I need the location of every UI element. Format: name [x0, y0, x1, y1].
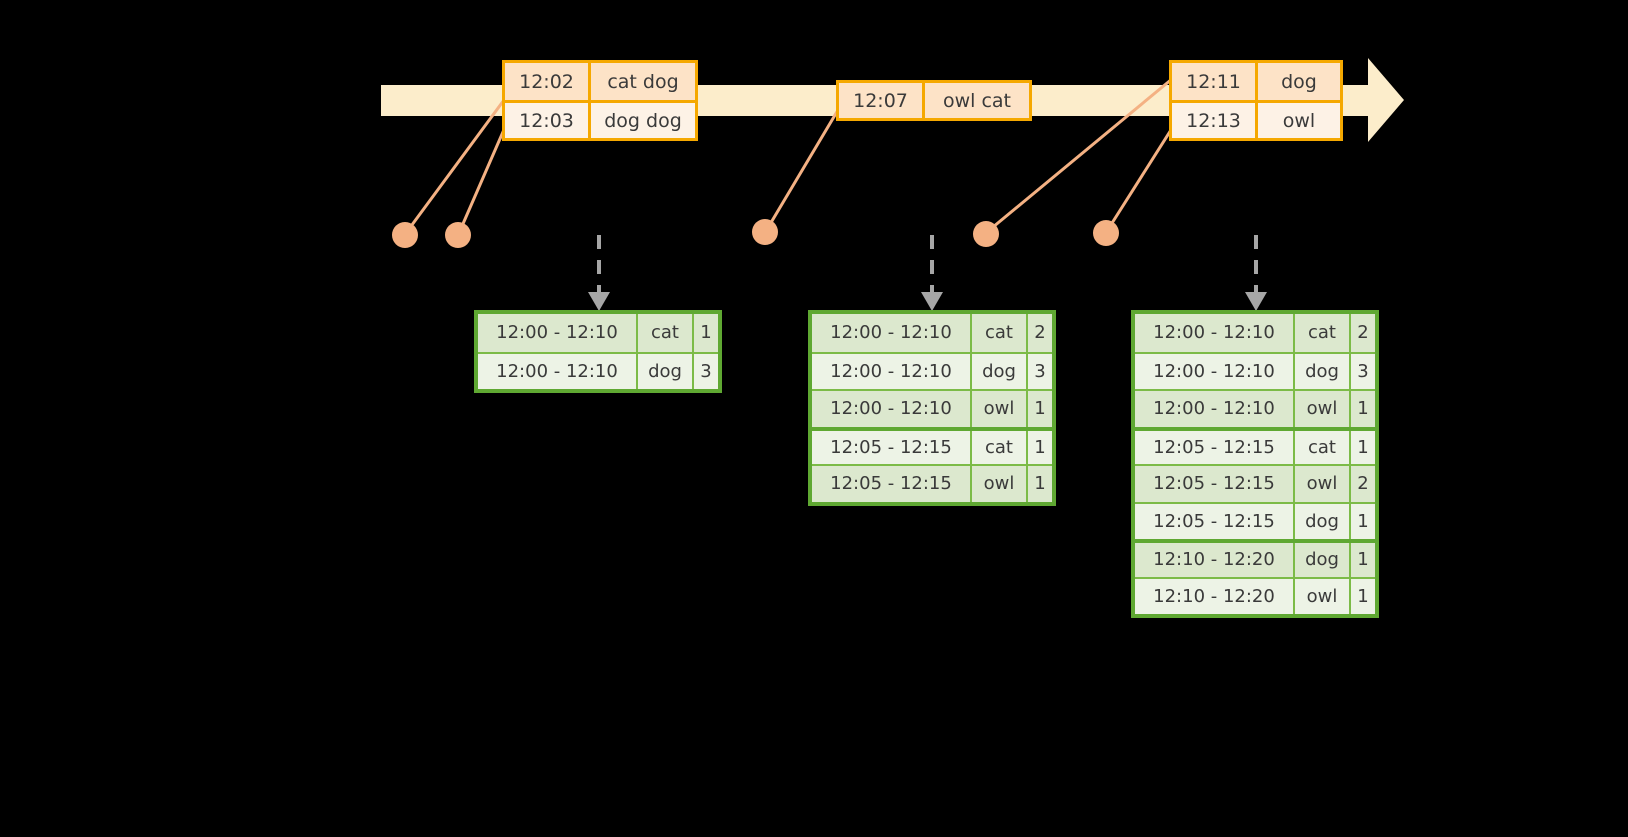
cell-window: 12:05 - 12:15	[812, 466, 972, 502]
event-words: owl cat	[942, 89, 1012, 112]
event-group-2[interactable]: 12:07 owl cat	[836, 80, 1032, 121]
cell-count: 3	[1034, 360, 1046, 382]
cell-window: 12:05 - 12:15	[1135, 503, 1295, 539]
event-dot-2	[445, 222, 471, 248]
trigger-arrow-2	[921, 235, 943, 311]
event-dot-4	[973, 221, 999, 247]
event-time: 12:13	[1172, 103, 1258, 138]
event-time: 12:07	[839, 83, 925, 118]
cell-window: 12:00 - 12:10	[1135, 391, 1295, 427]
cell-count: 1	[700, 322, 712, 344]
cell-word: dog	[1295, 543, 1351, 577]
cell-count: 2	[1357, 473, 1369, 495]
cell-count: 1	[1357, 549, 1369, 571]
cell-word: owl	[1295, 578, 1351, 614]
cell-count: 1	[1357, 585, 1369, 607]
cell-count: 1	[1357, 398, 1369, 420]
cell-word: dog	[1295, 353, 1351, 389]
cell-count: 1	[1357, 510, 1369, 532]
cell-word: cat	[972, 314, 1028, 352]
cell-word: dog	[972, 353, 1028, 389]
cell-window: 12:05 - 12:15	[1135, 466, 1295, 502]
event-words: cat dog	[607, 70, 679, 93]
trigger-arrow-1	[588, 235, 610, 311]
cell-count: 2	[1034, 322, 1046, 344]
event-time: 12:02	[505, 63, 591, 101]
cell-word: cat	[972, 430, 1028, 464]
cell-window: 12:05 - 12:15	[812, 430, 972, 464]
event-group-1[interactable]: 12:02 cat dog 12:03 dog dog	[502, 60, 698, 141]
cell-window: 12:00 - 12:10	[812, 314, 972, 352]
cell-window: 12:05 - 12:15	[1135, 430, 1295, 464]
event-dot-3	[752, 219, 778, 245]
cell-count: 2	[1357, 322, 1369, 344]
cell-word: dog	[638, 353, 694, 389]
event-row[interactable]: 12:13 owl	[1172, 100, 1340, 138]
cell-word: owl	[972, 391, 1028, 427]
event-row[interactable]: 12:02 cat dog	[505, 63, 695, 101]
connector-5	[1105, 120, 1178, 233]
cell-count: 3	[700, 360, 712, 382]
connector-3	[764, 108, 840, 233]
connector-1	[404, 98, 506, 235]
cell-count: 1	[1034, 473, 1046, 495]
event-group-3[interactable]: 12:11 dog 12:13 owl	[1169, 60, 1343, 141]
cell-word: owl	[1295, 466, 1351, 502]
cell-word: owl	[972, 466, 1028, 502]
cell-window: 12:00 - 12:10	[812, 391, 972, 427]
event-dots	[392, 219, 1119, 248]
cell-word: cat	[638, 314, 694, 352]
cell-window: 12:00 - 12:10	[812, 353, 972, 389]
event-dot-5	[1093, 220, 1119, 246]
event-row[interactable]: 12:11 dog	[1172, 63, 1340, 101]
cell-count: 1	[1357, 436, 1369, 458]
cell-count: 3	[1357, 360, 1369, 382]
cell-count: 1	[1034, 436, 1046, 458]
trigger-arrow-3	[1245, 235, 1267, 311]
cell-window: 12:10 - 12:20	[1135, 578, 1295, 614]
event-row[interactable]: 12:03 dog dog	[505, 100, 695, 138]
cell-count: 1	[1034, 398, 1046, 420]
cell-window: 12:00 - 12:10	[1135, 314, 1295, 352]
cell-word: cat	[1295, 430, 1351, 464]
event-time: 12:11	[1172, 63, 1258, 101]
cell-window: 12:00 - 12:10	[478, 314, 638, 352]
event-row[interactable]: 12:07 owl cat	[839, 83, 1029, 118]
event-time: 12:03	[505, 103, 591, 138]
event-words: dog	[1281, 70, 1317, 93]
trigger-arrows	[588, 235, 1267, 311]
cell-word: cat	[1295, 314, 1351, 352]
event-words: dog dog	[604, 109, 682, 132]
cell-word: dog	[1295, 503, 1351, 539]
cell-window: 12:00 - 12:10	[478, 353, 638, 389]
event-dot-1	[392, 222, 418, 248]
event-words: owl	[1282, 109, 1316, 132]
cell-word: owl	[1295, 391, 1351, 427]
cell-window: 12:10 - 12:20	[1135, 543, 1295, 577]
cell-window: 12:00 - 12:10	[1135, 353, 1295, 389]
